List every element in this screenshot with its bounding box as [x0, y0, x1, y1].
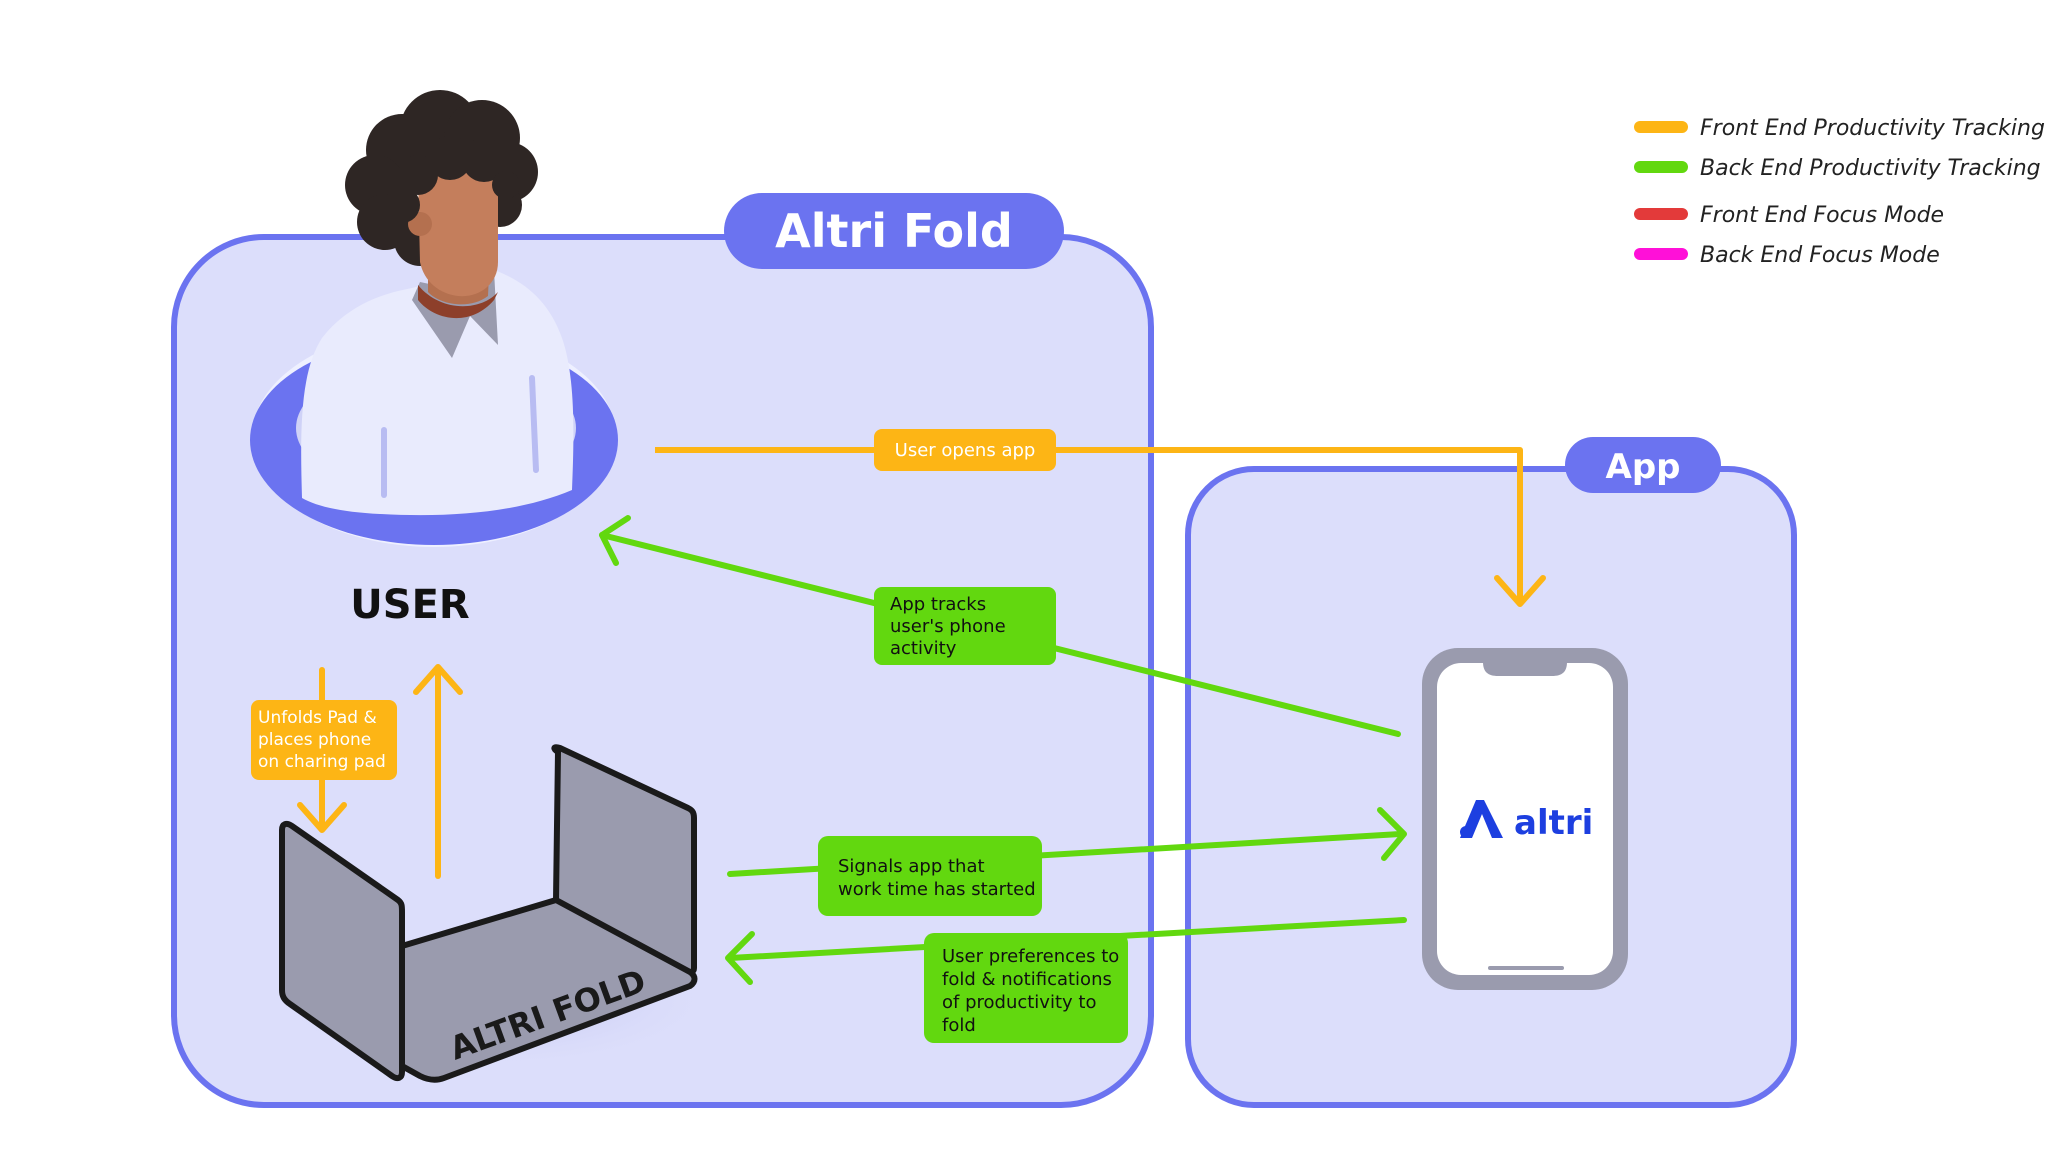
flow-unfolds-pad-label: Unfolds Pad & places phone on charing pa…	[258, 708, 386, 772]
flow-user-preferences-line-1: User preferences to	[942, 946, 1119, 967]
user-avatar: USER	[250, 90, 618, 628]
fold-base	[399, 897, 698, 1083]
legend-label: Front End Productivity Tracking	[1700, 116, 2045, 141]
user-shirt-fold-right	[529, 375, 539, 473]
legend-item: Front End Focus Mode	[1634, 203, 1944, 228]
flow-app-tracks-activity-line-3: activity	[890, 638, 957, 659]
legend-label: Back End Productivity Tracking	[1700, 156, 2041, 181]
phone-brand-text: altri	[1514, 803, 1593, 843]
flow-user-opens-app-arrowhead	[1494, 575, 1546, 607]
user-face	[418, 162, 498, 297]
flow-user-opens-app-label: User opens app	[895, 440, 1036, 461]
flow-signals-work-start: Signals app that work time has started	[727, 807, 1407, 916]
legend-label: Front End Focus Mode	[1700, 203, 1944, 228]
phone-screen	[1437, 663, 1613, 975]
legend-swatch-front-end-focus	[1634, 208, 1688, 220]
flow-user-preferences-line-4: fold	[942, 1015, 976, 1036]
app-panel-title: App	[1606, 447, 1681, 487]
altri-fold-panel-title-pill	[724, 193, 1064, 269]
legend: Front End Productivity Tracking Back End…	[1634, 116, 2045, 268]
flow-app-tracks-activity-line-1: App tracks	[890, 594, 986, 615]
flow-user-preferences-label-box	[924, 933, 1128, 1043]
flow-unfolds-pad-down-arrowhead	[297, 802, 347, 833]
phone-home-bar	[1488, 966, 1564, 970]
flow-app-tracks-activity-label-box	[874, 587, 1056, 665]
legend-item: Front End Productivity Tracking	[1634, 116, 2045, 141]
flow-user-opens-app-label-box	[874, 429, 1056, 471]
flow-user-preferences-arrowhead	[725, 931, 755, 985]
flow-unfolds-pad-up-arrowhead	[413, 664, 463, 695]
user-label: USER	[350, 582, 469, 628]
user-neck-shadow	[418, 285, 498, 319]
flow-unfolds-pad-line-2: places phone	[258, 730, 371, 750]
flow-unfolds-pad-line-1: Unfolds Pad &	[258, 708, 377, 728]
flow-signals-work-start-label: Signals app that work time has started	[838, 856, 1036, 900]
flow-app-tracks-activity: App tracks user's phone activity	[599, 515, 1401, 737]
flow-signals-work-start-line-1: Signals app that	[838, 856, 985, 877]
flow-user-preferences-line-2: fold & notifications	[942, 969, 1112, 990]
phone-device: altri	[1422, 648, 1628, 990]
flow-app-tracks-activity-line-2: user's phone	[890, 616, 1006, 637]
legend-swatch-back-end-productivity	[1634, 161, 1688, 173]
legend-item: Back End Focus Mode	[1634, 243, 1940, 268]
legend-label: Back End Focus Mode	[1700, 243, 1940, 268]
altri-fold-panel-title: Altri Fold	[775, 204, 1013, 258]
altri-fold-device: ALTRI FOLD	[260, 744, 720, 1083]
flow-unfolds-pad-line-3: on charing pad	[258, 752, 386, 772]
user-shirt	[301, 268, 574, 516]
flow-signals-work-start-arrowhead	[1377, 807, 1407, 861]
flow-app-tracks-activity-label: App tracks user's phone activity	[890, 594, 1011, 659]
legend-swatch-front-end-productivity	[1634, 121, 1688, 133]
app-panel-title-pill	[1565, 437, 1721, 493]
flow-unfolds-pad: Unfolds Pad & places phone on charing pa…	[251, 664, 463, 879]
phone-notch	[1483, 662, 1567, 676]
flow-user-preferences-label: User preferences to fold & notifications…	[942, 946, 1125, 1036]
flow-signals-work-start-line-2: work time has started	[838, 879, 1036, 900]
flow-unfolds-pad-label-box	[251, 700, 397, 780]
flow-app-tracks-activity-arrowhead	[599, 515, 631, 566]
flow-signals-work-start-label-box	[818, 836, 1042, 916]
flow-user-preferences: User preferences to fold & notifications…	[725, 917, 1407, 1043]
flow-user-preferences-line-3: of productivity to	[942, 992, 1096, 1013]
legend-item: Back End Productivity Tracking	[1634, 156, 2041, 181]
flow-user-opens-app: User opens app	[655, 429, 1546, 607]
legend-swatch-back-end-focus	[1634, 248, 1688, 260]
fold-side-panel	[279, 820, 405, 1082]
